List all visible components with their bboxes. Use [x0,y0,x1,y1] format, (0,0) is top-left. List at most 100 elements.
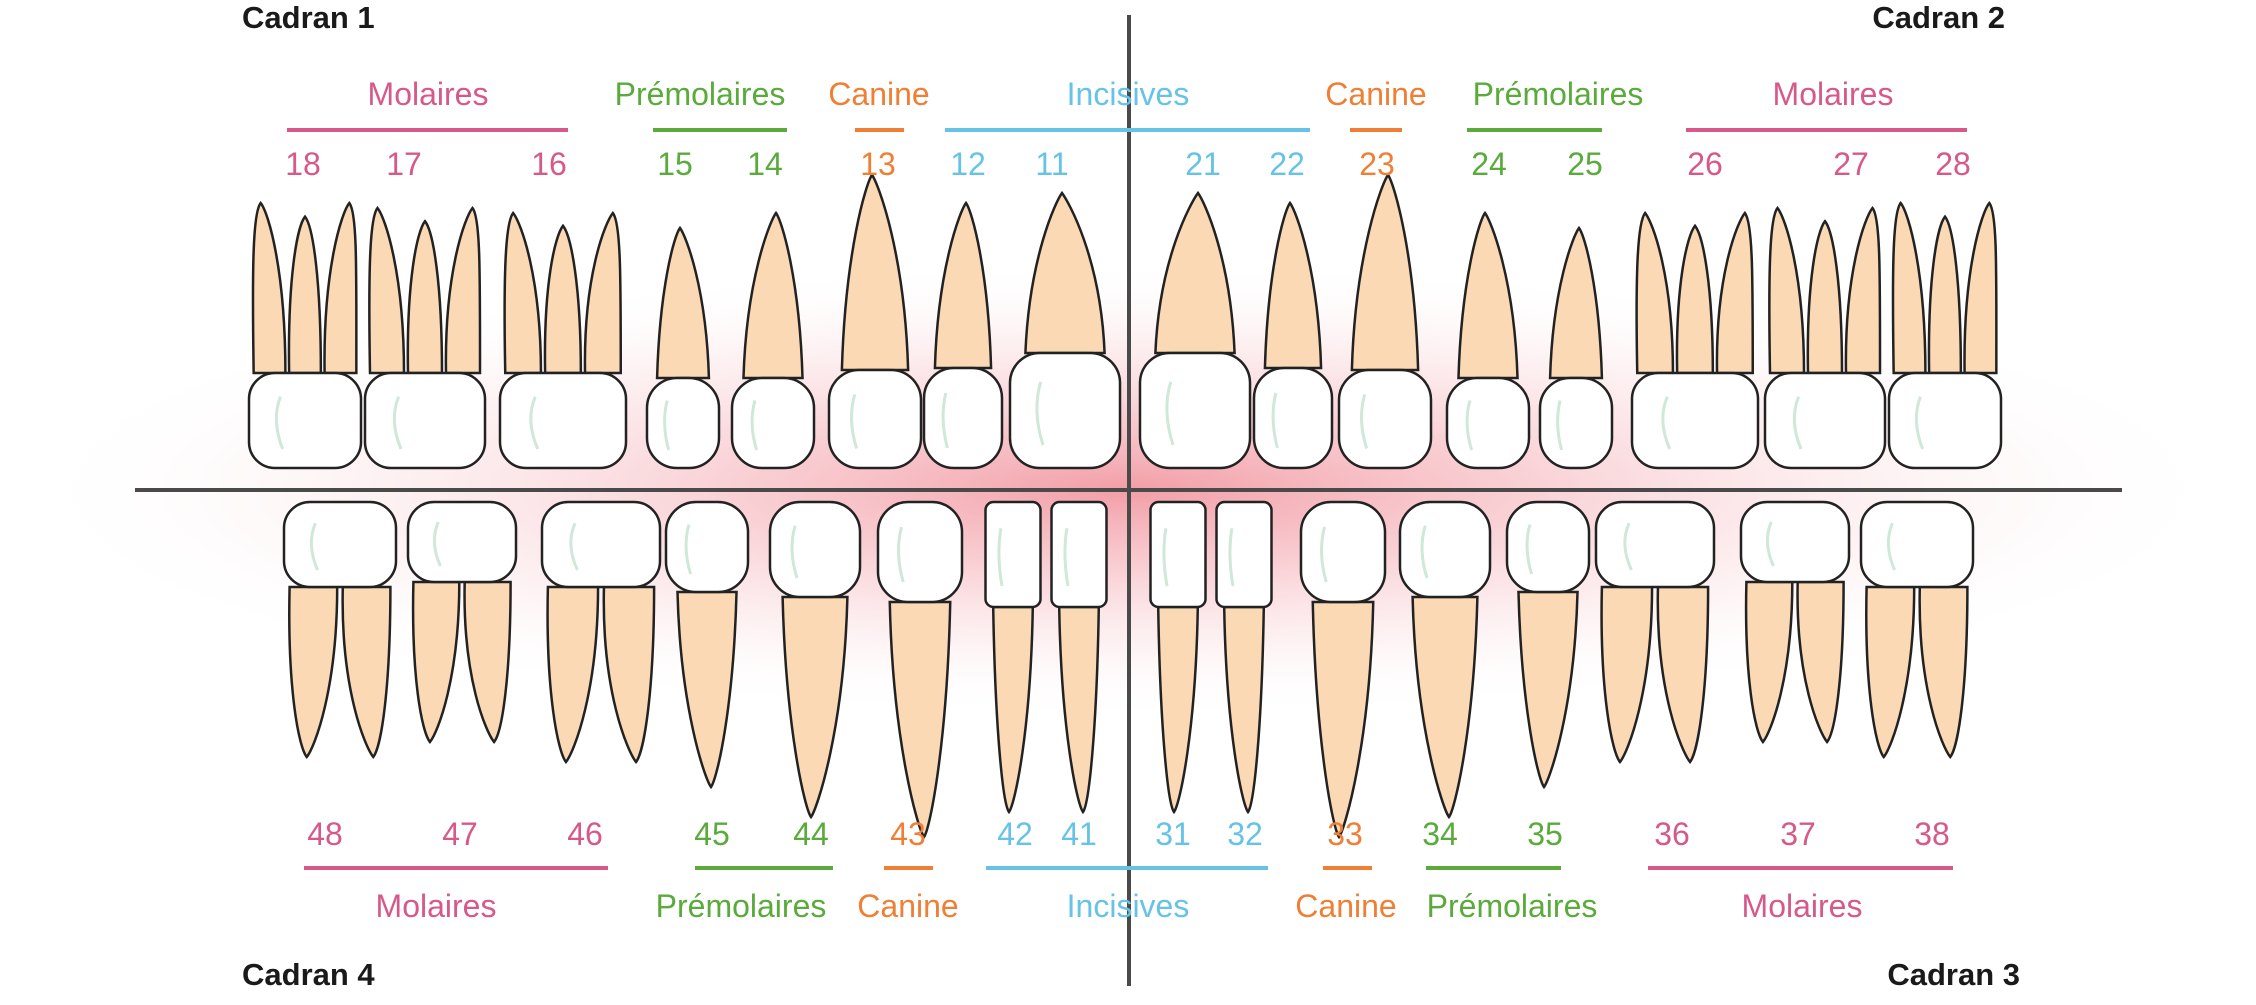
tooth-number-34: 34 [1422,816,1458,852]
tooth-47-root-1 [411,580,461,745]
tooth-number-14: 14 [747,146,783,182]
tooth-24 [1445,210,1531,470]
tooth-number-38: 38 [1914,816,1950,852]
tooth-number-48: 48 [307,816,343,852]
tooth-number-13: 13 [860,146,896,182]
tooth-number-16: 16 [531,146,567,182]
tooth-23-shade [1360,394,1369,449]
group-label-u-pre-l: Prémolaires [1473,76,1644,112]
tooth-number-22: 22 [1269,146,1305,182]
tooth-12-crown [922,366,1004,470]
tooth-27-root-3 [1844,205,1882,375]
tooth-41-root [1057,605,1101,815]
tooth-43-root [888,600,952,840]
tooth-27-root-2 [1806,219,1844,375]
tooth-35 [1505,500,1591,790]
tooth-37 [1739,500,1851,745]
tooth-number-44: 44 [793,816,829,852]
tooth-45 [664,500,750,790]
tooth-34-root [1411,595,1479,820]
tooth-21 [1138,190,1252,470]
tooth-35-crown [1505,500,1591,594]
tooth-44-crown [768,500,862,599]
tooth-32 [1215,500,1273,815]
tooth-number-26: 26 [1687,146,1723,182]
tooth-13-shade [850,394,859,449]
tooth-46-root-1 [546,585,600,765]
tooth-36-root-1 [1600,585,1654,765]
tooth-13-crown [827,368,923,470]
tooth-22-root [1263,200,1323,370]
tooth-22-shade [1271,392,1279,449]
tooth-23-crown [1337,368,1433,470]
tooth-18-root-2 [287,214,323,375]
quadrant-label-3: Cadran 3 [1887,957,2020,992]
tooth-44-shade [790,525,799,579]
group-label-u-mol-l: Molaires [1773,76,1894,112]
group-label-l-pre-r: Prémolaires [656,888,827,924]
tooth-26-crown [1630,371,1760,470]
tooth-number-12: 12 [950,146,986,182]
tooth-15-crown [645,376,721,470]
tooth-13 [827,172,923,470]
tooth-31-shade [1162,528,1169,587]
tooth-47-root-2 [463,580,512,745]
tooth-36-root-2 [1656,585,1710,765]
tooth-33-shade [1320,526,1328,583]
tooth-34 [1398,500,1492,820]
tooth-36 [1594,500,1716,765]
tooth-48 [282,500,398,760]
tooth-number-15: 15 [657,146,693,182]
tooth-11-shade [1035,381,1045,446]
tooth-21-crown [1138,351,1252,470]
tooth-28-root-2 [1927,214,1963,375]
tooth-48-root-1 [288,585,339,760]
tooth-14 [730,210,816,470]
tooth-18-crown [247,371,363,470]
tooth-38-root-2 [1918,585,1969,760]
tooth-38 [1859,500,1975,760]
tooth-16-root-3 [583,210,623,375]
tooth-23-root [1350,172,1420,372]
group-label-l-pre-l: Prémolaires [1427,888,1598,924]
tooth-number-32: 32 [1227,816,1263,852]
tooth-number-46: 46 [567,816,603,852]
tooth-number-17: 17 [386,146,422,182]
tooth-41-crown [1050,500,1108,609]
tooth-16-crown [498,371,628,470]
tooth-38-root-1 [1865,585,1916,760]
tooth-12-root [933,200,993,370]
tooth-48-root-2 [341,585,392,760]
tooth-27-crown [1763,371,1887,470]
tooth-37-crown [1739,500,1851,584]
group-label-l-inc: Incisives [1067,888,1190,924]
tooth-number-42: 42 [997,816,1033,852]
tooth-number-35: 35 [1527,816,1563,852]
tooth-32-root [1222,605,1266,815]
tooth-34-crown [1398,500,1492,599]
tooth-number-11: 11 [1035,146,1068,182]
tooth-number-23: 23 [1359,146,1395,182]
tooth-27-root-1 [1768,205,1806,375]
group-label-l-can-r: Canine [857,888,958,924]
tooth-44 [768,500,862,820]
tooth-14-crown [730,376,816,470]
tooth-45-root [676,590,738,790]
tooth-number-18: 18 [285,146,321,182]
tooth-13-root [840,172,910,372]
tooth-18-root-3 [323,200,358,375]
tooth-26-root-1 [1635,210,1675,375]
tooth-31 [1149,500,1207,815]
tooth-31-crown [1149,500,1207,609]
group-label-l-mol-l: Molaires [1742,888,1863,924]
tooth-28-root-3 [1963,200,1998,375]
tooth-28 [1887,200,2003,470]
tooth-25 [1538,225,1614,470]
tooth-38-shade [1886,522,1896,571]
tooth-17-crown [363,371,487,470]
tooth-number-25: 25 [1567,146,1603,182]
tooth-46 [540,500,662,765]
tooth-27-shade [1792,396,1803,450]
tooth-43-crown [876,500,964,604]
